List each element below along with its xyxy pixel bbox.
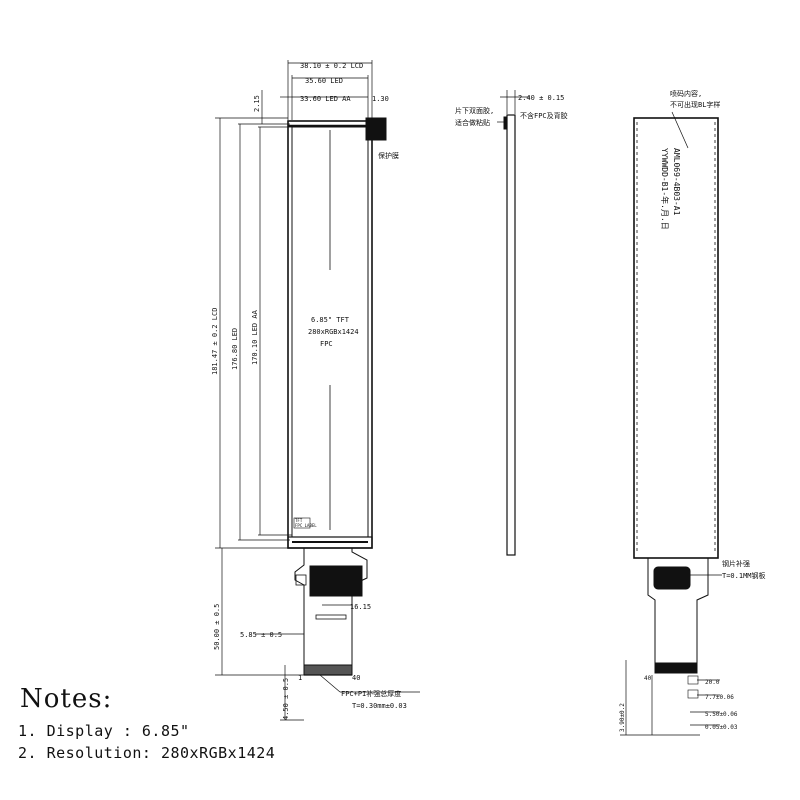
- code-line-1: AML069-4B03-A1: [672, 148, 681, 216]
- label-side-film-2: 适合做粘贴: [455, 118, 490, 127]
- label-steel-1: 钢片补强: [722, 559, 750, 568]
- dim-back-d: 0.05±0.03: [705, 724, 738, 731]
- label-steel-2: T=0.1MM钢板: [722, 571, 766, 580]
- dim-top-lcd: 38.10 ± 0.2 LCD: [300, 62, 363, 70]
- side-view: [497, 90, 530, 556]
- dim-top-led: 35.60 LED: [305, 77, 343, 85]
- label-spray-1: 喷码内容,: [670, 89, 702, 98]
- fpc-gold-fingers: [303, 664, 353, 676]
- back-view: [620, 111, 722, 736]
- small-label-b: FPC LABEL: [295, 523, 317, 528]
- code-line-2: YYWWDD-B1-年.月.日: [660, 148, 670, 230]
- dim-top-aa: 33.60 LED AA: [300, 95, 351, 103]
- dim-height-aa: 170.10 LED AA: [251, 309, 259, 365]
- front-view: [215, 60, 420, 721]
- back-outline: [633, 117, 719, 559]
- label-protect-film: 保护膜: [378, 151, 399, 160]
- dim-height-led: 176.80 LED: [231, 328, 239, 370]
- protective-film-tab: [365, 117, 387, 141]
- side-profile: [506, 114, 516, 556]
- label-thickness-value: T=0.30mm±0.03: [352, 702, 407, 710]
- dim-back-side: 3.90±0.2: [619, 703, 626, 732]
- fpc-component: [309, 565, 363, 597]
- back-pin-40: 40: [644, 675, 652, 682]
- pin-last: 40: [352, 674, 360, 682]
- dim-fpc-width: 16.15: [350, 603, 371, 611]
- pin-first: 1: [298, 674, 302, 682]
- back-gold-fingers: [654, 662, 698, 674]
- dim-back-b: 7.7±0.06: [705, 694, 734, 701]
- label-resolution: 280xRGBx1424: [308, 328, 359, 336]
- dim-top-offset: 1.30: [372, 95, 389, 103]
- label-side-film: 片下双面胶,: [455, 106, 494, 115]
- note-display: 1. Display : 6.85": [18, 722, 190, 740]
- small-label-a: TFT: [295, 518, 303, 523]
- label-spray-2: 不可出现BL字样: [670, 100, 720, 109]
- dim-fpc-small: 5.85 ± 0.5: [240, 631, 282, 639]
- note-resolution: 2. Resolution: 280xRGBx1424: [18, 744, 276, 762]
- label-fpc: FPC: [320, 340, 333, 348]
- label-side-exclude: 不含FPC及背胶: [520, 111, 568, 120]
- dim-back-a: 20.0: [705, 679, 720, 686]
- dim-fpc-length: 50.00 ± 0.5: [213, 604, 221, 650]
- dim-left-offset: 2.15: [253, 95, 261, 112]
- dim-tail: 4.50 ± 0.5: [282, 678, 290, 720]
- steel-stiffener: [653, 566, 691, 590]
- dim-height-lcd: 181.47 ± 0.2 LCD: [211, 308, 219, 375]
- label-display: 6.85" TFT: [311, 316, 350, 324]
- notes-title: Notes:: [20, 684, 113, 714]
- dim-back-c: 5.50±0.06: [705, 711, 738, 718]
- label-fpc-thickness: FPC+PI补强总厚度: [341, 689, 401, 698]
- dim-side-thickness: 2.40 ± 0.15: [518, 94, 564, 102]
